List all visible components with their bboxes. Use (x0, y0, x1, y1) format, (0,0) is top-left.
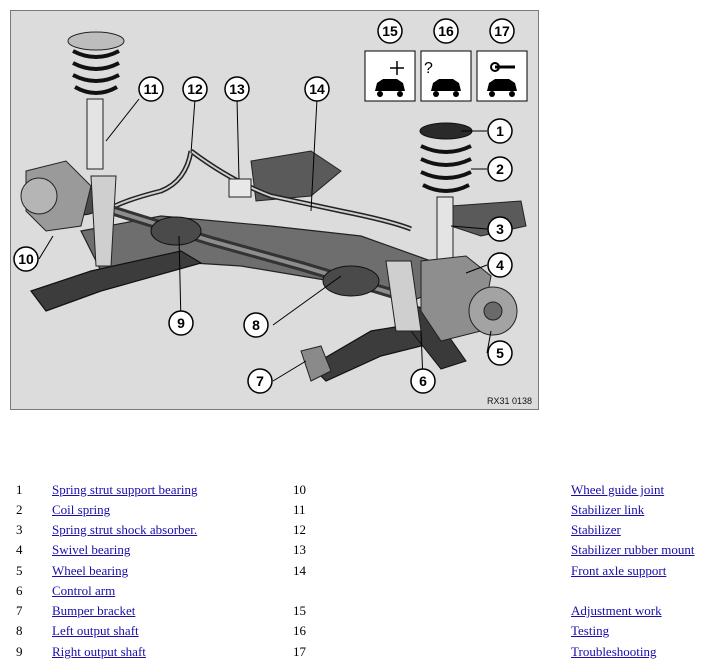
callout-label-9: 9 (177, 315, 185, 331)
callout-label-14: 14 (309, 81, 325, 97)
callout-label-5: 5 (496, 345, 504, 361)
callout-circle-7 (247, 368, 273, 394)
legend-link[interactable]: Front axle support (571, 563, 667, 578)
legend-link[interactable]: Stabilizer (571, 522, 621, 537)
legend-number: 17 (293, 644, 306, 659)
legend-number: 8 (16, 623, 23, 638)
callout-label-16: 16 (438, 23, 454, 39)
testing-icon[interactable] (420, 50, 472, 102)
callout-label-8: 8 (252, 317, 260, 333)
legend-link[interactable]: Bumper bracket (52, 603, 136, 618)
callout-label-1: 1 (496, 123, 504, 139)
callout-circle-10 (13, 246, 39, 272)
legend-link[interactable]: Spring strut shock absorber. (52, 522, 198, 537)
callout-circle-9 (168, 310, 194, 336)
callout-circle-2 (487, 156, 513, 182)
callout-label-15: 15 (382, 23, 398, 39)
legend-link[interactable]: Spring strut support bearing (52, 482, 198, 497)
legend-number: 14 (293, 563, 306, 578)
legend-number: 3 (16, 522, 23, 537)
callout-circle-3 (487, 216, 513, 242)
callout-circle-14 (304, 76, 330, 102)
callout-circle-4 (487, 252, 513, 278)
callout-label-17: 17 (494, 23, 510, 39)
legend-link[interactable]: Adjustment work (571, 603, 662, 618)
legend-link[interactable]: Left output shaft (52, 623, 139, 638)
callout-label-11: 11 (144, 81, 159, 97)
callout-circle-1 (487, 118, 513, 144)
figure-code: RX31 0138 (486, 396, 532, 406)
legend-number: 11 (293, 502, 306, 517)
callout-label-10: 10 (18, 251, 34, 267)
legend-number: 7 (16, 603, 23, 618)
legend-link[interactable]: Coil spring (52, 502, 111, 517)
legend-link[interactable]: Wheel bearing (52, 563, 129, 578)
callout-circle-13 (224, 76, 250, 102)
callout-circle-8 (243, 312, 269, 338)
legend-link[interactable]: Testing (571, 623, 610, 638)
legend-number: 9 (16, 644, 23, 659)
callout-label-12: 12 (187, 81, 203, 97)
callout-circle-15 (377, 18, 403, 44)
legend-number: 13 (293, 542, 306, 557)
legend-link[interactable]: Right output shaft (52, 644, 146, 659)
callout-circle-16 (433, 18, 459, 44)
legend-link[interactable]: Stabilizer rubber mount (571, 542, 695, 557)
callout-label-3: 3 (496, 221, 504, 237)
legend-number: 4 (16, 542, 23, 557)
adjustment-work-icon[interactable] (364, 50, 416, 102)
callout-circle-6 (410, 368, 436, 394)
legend-link[interactable]: Wheel guide joint (571, 482, 665, 497)
legend-number: 2 (16, 502, 23, 517)
legend-link[interactable]: Control arm (52, 583, 116, 598)
legend-number: 6 (16, 583, 23, 598)
legend-number: 16 (293, 623, 306, 638)
legend-link[interactable]: Stabilizer link (571, 502, 645, 517)
callout-circle-11 (138, 76, 164, 102)
legend-link[interactable]: Troubleshooting (571, 644, 657, 659)
callout-label-4: 4 (496, 257, 504, 273)
legend-number: 5 (16, 563, 23, 578)
callout-label-13: 13 (229, 81, 245, 97)
callout-label-2: 2 (496, 161, 504, 177)
callout-circle-17 (489, 18, 515, 44)
callout-circle-12 (182, 76, 208, 102)
svg-text:?: ? (424, 60, 433, 77)
legend-number: 10 (293, 482, 306, 497)
legend-number: 15 (293, 603, 306, 618)
callout-label-6: 6 (419, 373, 427, 389)
legend-number: 12 (293, 522, 306, 537)
callout-circle-5 (487, 340, 513, 366)
legend-link[interactable]: Swivel bearing (52, 542, 131, 557)
callout-label-7: 7 (256, 373, 264, 389)
troubleshooting-icon[interactable] (476, 50, 528, 102)
legend-number: 1 (16, 482, 23, 497)
